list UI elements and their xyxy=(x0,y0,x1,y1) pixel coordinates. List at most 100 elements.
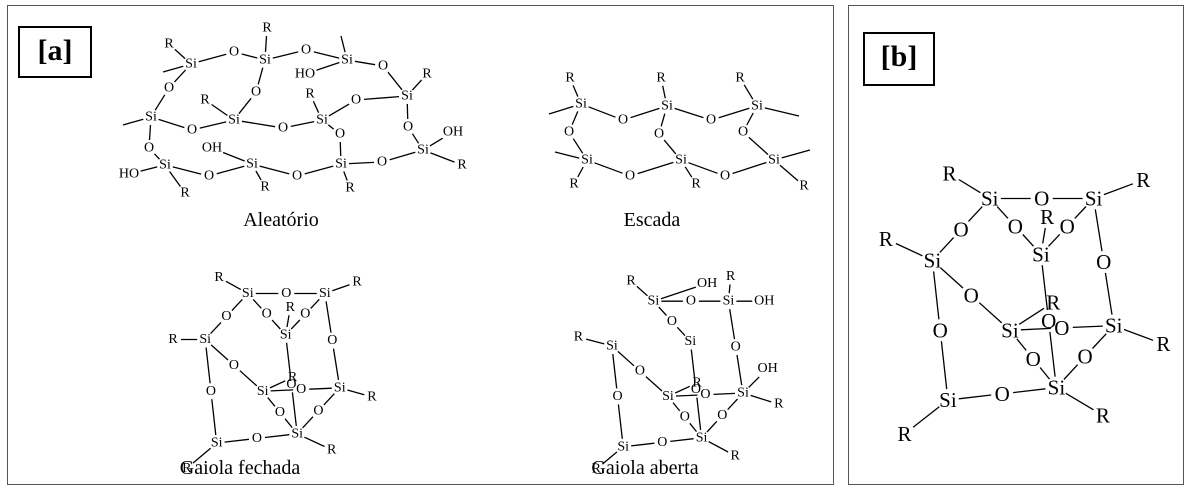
cube-b-bond xyxy=(941,341,946,389)
cube-b-silicon-atom: Si xyxy=(1032,242,1050,266)
gaiola-fechada-oxygen-atom: O xyxy=(221,309,231,324)
gaiola-aberta-silicon-atom: Si xyxy=(648,294,660,309)
gaiola-fechada-substituent-r: R xyxy=(288,370,298,385)
cube-b-oxygen-atom: O xyxy=(1008,214,1023,238)
aleatorio-bond xyxy=(291,122,314,127)
aleatorio-substituent-r: R xyxy=(345,181,355,196)
escada-silicon-atom: Si xyxy=(661,99,673,114)
aleatorio-oxygen-atom: O xyxy=(377,155,387,170)
escada-bond xyxy=(675,108,704,117)
gaiola-aberta-substituent-r: R xyxy=(574,330,584,345)
gaiola-fechada-substituent-r: R xyxy=(214,270,224,285)
gaiola-fechada-bond xyxy=(270,381,285,388)
gaiola-aberta-bond xyxy=(737,355,742,385)
escada-bond xyxy=(733,163,767,174)
cube-b-bond xyxy=(997,207,1008,219)
gaiola-fechada-substituent-r: R xyxy=(327,442,337,457)
aleatorio-oxygen-atom: O xyxy=(229,45,239,60)
gaiola-fechada-silicon-atom: Si xyxy=(257,384,269,399)
aleatorio-silicon-atom: Si xyxy=(259,53,271,68)
aleatorio-bond xyxy=(239,98,251,113)
gaiola-fechada-bond xyxy=(324,394,334,405)
cube-b-oxygen-atom: O xyxy=(1060,214,1075,238)
gaiola-fechada-bond xyxy=(292,392,296,426)
escada-methyl-bond xyxy=(549,106,573,114)
gaiola-aberta-silicon-atom: Si xyxy=(606,339,618,354)
aleatorio-bond xyxy=(349,162,374,163)
escada-substituent-r: R xyxy=(735,71,745,86)
aleatorio-bond xyxy=(223,153,245,162)
aleatorio-silicon-atom: Si xyxy=(417,143,429,158)
cube-b-bond xyxy=(913,407,939,428)
gaiola-aberta-oxygen-atom: O xyxy=(680,410,690,425)
gaiola-aberta-oxygen-atom: O xyxy=(731,340,741,355)
gaiola-aberta-oxygen-atom: O xyxy=(700,387,710,402)
gaiola-aberta-bond xyxy=(707,421,717,432)
cube-b-bond xyxy=(941,268,963,288)
aleatorio-bond xyxy=(412,80,421,90)
aleatorio-bond xyxy=(266,36,267,52)
gaiola-fechada-silicon-atom: Si xyxy=(211,436,223,451)
gaiola-aberta-silicon-atom: Si xyxy=(737,386,749,401)
gaiola-fechada-silicon-atom: Si xyxy=(242,286,254,301)
escada-oxygen-atom: O xyxy=(720,169,730,184)
aleatorio-hydroxyl-group: HO xyxy=(295,67,315,82)
escada-oxygen-atom: O xyxy=(564,125,574,140)
cube-b-oxygen-atom: O xyxy=(933,318,948,342)
aleatorio-bond xyxy=(260,166,290,174)
aleatorio-bond xyxy=(150,125,151,140)
escada-substituent-r: R xyxy=(569,177,579,192)
gaiola-aberta-oxygen-atom: O xyxy=(612,389,622,404)
aleatorio-oxygen-atom: O xyxy=(278,121,288,136)
aleatorio-bond xyxy=(212,105,228,116)
gaiola-fechada-bond xyxy=(253,299,261,308)
escada-bond xyxy=(664,140,676,154)
aleatorio-substituent-r: R xyxy=(200,93,210,108)
aleatorio-bond xyxy=(159,119,185,127)
aleatorio-oxygen-atom: O xyxy=(292,169,302,184)
escada-bond xyxy=(595,163,623,173)
aleatorio-bond xyxy=(174,70,185,82)
gaiola-aberta-bond xyxy=(631,443,654,446)
escada-oxygen-atom: O xyxy=(738,125,748,140)
cube-b-oxygen-atom: O xyxy=(1077,345,1092,369)
gaiola-fechada-bond xyxy=(347,390,364,395)
cube-b-bond xyxy=(1013,389,1045,393)
escada-methyl-bond xyxy=(782,150,810,158)
gaiola-aberta-bond xyxy=(586,339,604,344)
gaiola-aberta-substituent-r: R xyxy=(726,269,736,284)
gaiola-aberta-bond xyxy=(670,439,693,442)
aleatorio-bond xyxy=(175,49,185,58)
cube-b-bond xyxy=(896,244,923,256)
aleatorio-methyl-bond xyxy=(163,66,183,72)
aleatorio-oxygen-atom: O xyxy=(251,85,261,100)
cube-b-bond xyxy=(1066,393,1094,410)
aleatorio-bond xyxy=(242,54,258,58)
gaiola-aberta-substituent-r: R xyxy=(730,448,740,463)
cube-b-bond xyxy=(1105,273,1112,315)
aleatorio-substituent-r: R xyxy=(262,21,272,36)
gaiola-aberta-oxygen-atom: O xyxy=(657,435,667,450)
aleatorio-methyl-bond xyxy=(123,119,143,125)
aleatorio-silicon-atom: Si xyxy=(316,113,328,128)
gaiola-fechada-bond xyxy=(309,388,332,389)
aleatorio-substituent-r: R xyxy=(422,67,432,82)
aleatorio-substituent-r: R xyxy=(180,186,190,201)
gaiola-fechada-bond xyxy=(211,345,228,360)
cube-b-bond xyxy=(1124,330,1153,341)
escada-substituent-r: R xyxy=(565,71,575,86)
cube-b-bond xyxy=(940,238,954,253)
aleatorio-oxygen-atom: O xyxy=(301,43,311,58)
gaiola-aberta-oxygen-atom: O xyxy=(717,408,727,423)
escada-bond xyxy=(663,86,666,98)
cube-b-silicon-atom: Si xyxy=(1001,318,1019,342)
cube-b-bond xyxy=(1064,365,1078,380)
gaiola-fechada-bond xyxy=(304,437,324,446)
gaiola-aberta-oxygen-atom: O xyxy=(635,364,645,379)
aleatorio-bond xyxy=(344,172,347,181)
gaiola-aberta-bond xyxy=(637,286,648,295)
gaiola-aberta-silicon-atom: Si xyxy=(662,389,674,404)
gaiola-fechada-bond xyxy=(232,299,242,310)
aleatorio-bond xyxy=(364,97,399,100)
